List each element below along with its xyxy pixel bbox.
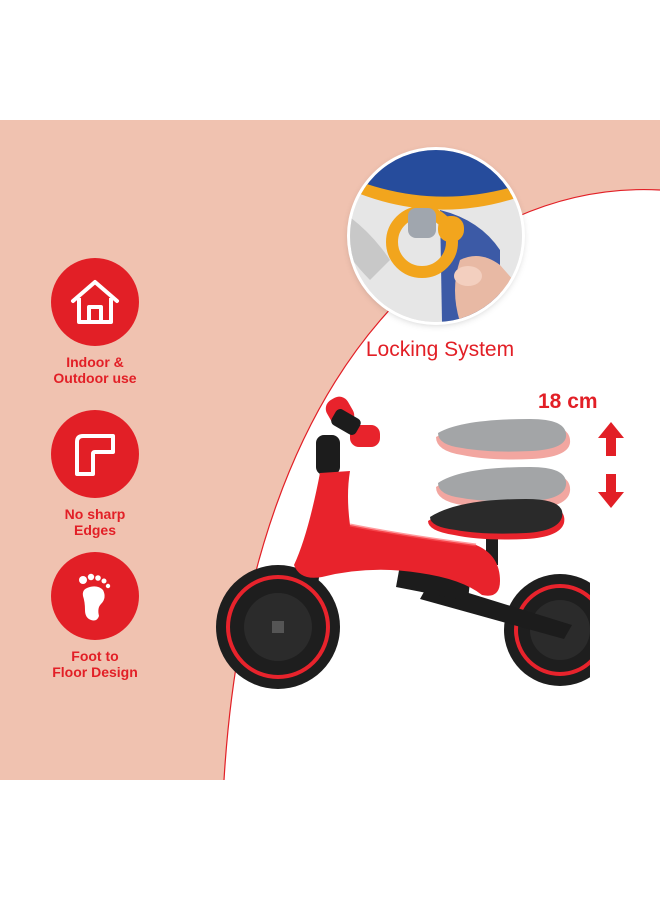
feature-label-line1: No sharp <box>64 506 126 522</box>
feature-indoor-outdoor: Indoor & Outdoor use <box>40 258 150 386</box>
house-icon <box>71 280 119 324</box>
locking-system-closeup <box>350 150 522 322</box>
feature-label-line1: Foot to <box>71 648 119 664</box>
balance-bike-image <box>216 396 590 689</box>
seat-position-high <box>436 419 571 460</box>
feature-label-line2: Floor Design <box>52 664 138 680</box>
locking-closeup-illustration <box>350 150 522 322</box>
feature-label: Foot to Floor Design <box>40 648 150 680</box>
feature-foot-to-floor: Foot to Floor Design <box>40 552 150 680</box>
feature-label: No sharp Edges <box>40 506 150 538</box>
arrow-down-icon <box>598 474 624 508</box>
feature-circle <box>51 552 139 640</box>
footprint-icon <box>79 573 111 621</box>
locking-system-caption: Locking System <box>365 338 515 361</box>
corner-icon <box>75 434 115 476</box>
feature-label-line2: Edges <box>73 522 116 538</box>
arrow-up-icon <box>598 422 624 456</box>
feature-label-line2: Outdoor use <box>53 370 137 386</box>
feature-label-line1: Indoor & <box>66 354 124 370</box>
feature-circle <box>51 410 139 498</box>
seat-height-label: 18 cm <box>538 390 598 413</box>
feature-no-sharp-edges: No sharp Edges <box>40 410 150 538</box>
feature-circle <box>51 258 139 346</box>
feature-label: Indoor & Outdoor use <box>40 354 150 386</box>
